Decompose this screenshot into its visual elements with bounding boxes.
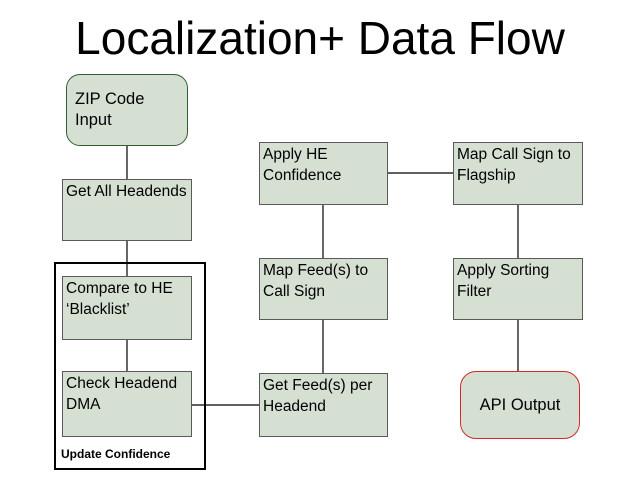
api-output-node: API Output	[460, 371, 580, 439]
get-all-headends-node: Get All Headends	[62, 179, 192, 241]
update-confidence-label: Update Confidence	[61, 447, 171, 461]
map-callsign-flagship-node: Map Call Sign to Flagship	[453, 142, 583, 205]
map-feed-callsign-node: Map Feed(s) to Call Sign	[259, 258, 388, 320]
page-title: Localization+ Data Flow	[75, 12, 565, 64]
apply-sorting-filter-node: Apply Sorting Filter	[453, 258, 583, 320]
compare-blacklist-node: Compare to HE ‘Blacklist’	[62, 276, 192, 340]
apply-he-confidence-node: Apply HE Confidence	[259, 142, 388, 205]
check-headend-dma-node: Check Headend DMA	[62, 371, 192, 437]
zip-code-input-node: ZIP Code Input	[66, 74, 188, 146]
update-confidence-group	[54, 262, 206, 470]
get-feeds-node: Get Feed(s) per Headend	[259, 373, 388, 437]
